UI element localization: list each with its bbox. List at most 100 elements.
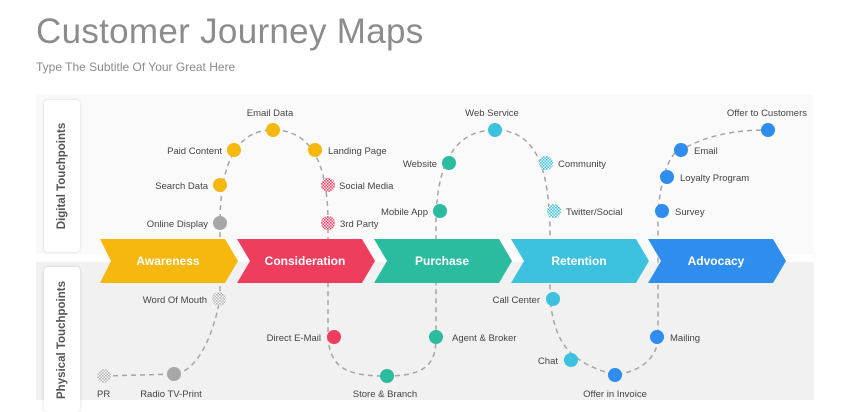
touchpoint-twitter-social: Twitter/Social (547, 204, 623, 218)
touchpoint-marker (608, 368, 622, 382)
touchpoint-marker (321, 216, 335, 230)
touchpoint-label: Social Media (339, 181, 394, 192)
touchpoint-label: Mobile App (381, 207, 428, 218)
touchpoint-marker (327, 330, 341, 344)
touchpoint-marker (97, 369, 111, 383)
touchpoint-label: Website (403, 159, 437, 170)
touchpoint-label: Offer to Customers (727, 108, 807, 119)
touchpoint-marker (212, 292, 226, 306)
touchpoint-label: Radio TV-Print (140, 389, 202, 400)
touchpoint-label: Search Data (155, 181, 209, 192)
touchpoint-label: Web Service (465, 108, 519, 119)
touchpoint-marker (539, 156, 553, 170)
touchpoint-mobile-app: Mobile App (381, 204, 447, 218)
touchpoint-radio-tv-print: Radio TV-Print (140, 367, 202, 400)
touchpoint-label: Email Data (247, 108, 294, 119)
touchpoint-marker (546, 292, 560, 306)
page-title: Customer Journey Maps (36, 12, 424, 51)
touchpoint-marker (650, 330, 664, 344)
touchpoint-label: Online Display (147, 219, 208, 230)
journey-diagram: Awareness Consideration Purchase Retenti… (97, 108, 807, 400)
touchpoint-offer-in-invoice: Offer in Invoice (583, 368, 647, 400)
touchpoint-marker (660, 170, 674, 184)
digital-panel (36, 94, 814, 254)
touchpoint-marker (266, 123, 280, 137)
touchpoint-marker (433, 204, 447, 218)
touchpoint-marker (564, 353, 578, 367)
touchpoint-offer-to-customers: Offer to Customers (727, 108, 807, 137)
touchpoint-survey: Survey (655, 204, 705, 218)
stage-advocacy-label: Advocacy (688, 254, 745, 268)
touchpoint-marker (547, 204, 561, 218)
stage-purchase-label: Purchase (415, 254, 469, 268)
touchpoint-label: Twitter/Social (566, 207, 623, 218)
touchpoint-marker (674, 143, 688, 157)
stage-purchase: Purchase (374, 239, 512, 283)
stage-consideration-label: Consideration (265, 254, 346, 268)
touchpoint-marker (488, 123, 502, 137)
digital-section-tab: Digital Touchpoints (44, 100, 80, 252)
touchpoint-label: Word Of Mouth (143, 295, 207, 306)
touchpoint-online-display: Online Display (147, 216, 227, 230)
touchpoint-label: Landing Page (328, 146, 387, 157)
touchpoint-call-center: Call Center (492, 292, 560, 306)
stage-purchase-arrow (374, 239, 512, 283)
touchpoint-label: Chat (538, 356, 558, 367)
page-subtitle: Type The Subtitle Of Your Great Here (36, 60, 236, 74)
stage-consideration: Consideration (237, 239, 375, 283)
touchpoint-website: Website (403, 156, 456, 170)
touchpoint-email-data: Email Data (247, 108, 294, 137)
touchpoint-marker (213, 178, 227, 192)
stage-retention-arrow (511, 239, 649, 283)
touchpoint-mailing: Mailing (650, 330, 700, 344)
touchpoint-label: Loyalty Program (680, 173, 749, 184)
touchpoint-word-of-mouth: Word Of Mouth (143, 292, 226, 306)
stage-consideration-arrow (237, 239, 375, 283)
touchpoint-label: Email (694, 146, 718, 157)
touchpoint-direct-e-mail: Direct E-Mail (267, 330, 341, 344)
touchpoint-marker (429, 330, 443, 344)
touchpoint-landing-page: Landing Page (308, 143, 387, 157)
stage-advocacy-arrow (648, 239, 786, 283)
touchpoint-label: Direct E-Mail (267, 333, 321, 344)
touchpoint-marker (308, 143, 322, 157)
touchpoint-search-data: Search Data (155, 178, 227, 192)
touchpoint-label: 3rd Party (340, 219, 379, 230)
physical-section-tab: Physical Touchpoints (44, 267, 80, 412)
physical-panel (36, 262, 814, 400)
touchpoint-community: Community (539, 156, 606, 170)
touchpoint-marker (761, 123, 775, 137)
touchpoint-marker (442, 156, 456, 170)
touchpoint-label: Mailing (670, 333, 700, 344)
stage-awareness-arrow (100, 239, 238, 283)
stage-retention: Retention (511, 239, 649, 283)
touchpoint-label: Agent & Broker (452, 333, 516, 344)
touchpoint-label: Community (558, 159, 606, 170)
touchpoint-store-branch: Store & Branch (353, 369, 417, 400)
touchpoint-marker (380, 369, 394, 383)
touchpoint-label: Survey (675, 207, 705, 218)
touchpoint-label: Paid Content (167, 146, 222, 157)
touchpoint-web-service: Web Service (465, 108, 519, 137)
touchpoint-marker (321, 178, 335, 192)
touchpoint-loyalty-program: Loyalty Program (660, 170, 749, 184)
touchpoint-marker (227, 143, 241, 157)
touchpoint-marker (655, 204, 669, 218)
touchpoint-3rd-party: 3rd Party (321, 216, 379, 230)
stage-retention-label: Retention (551, 254, 606, 268)
touchpoint-label: Offer in Invoice (583, 389, 647, 400)
journey-path (103, 129, 769, 377)
touchpoint-marker (213, 216, 227, 230)
touchpoint-chat: Chat (538, 353, 578, 367)
stage-awareness: Awareness (100, 239, 238, 283)
touchpoint-marker (167, 367, 181, 381)
touchpoint-paid-content: Paid Content (167, 143, 241, 157)
stage-awareness-label: Awareness (136, 254, 199, 268)
touchpoint-pr: PR (97, 369, 111, 400)
touchpoint-social-media: Social Media (321, 178, 394, 192)
touchpoint-label: PR (97, 389, 110, 400)
stage-advocacy: Advocacy (648, 239, 786, 283)
touchpoint-label: Call Center (492, 295, 540, 306)
touchpoint-label: Store & Branch (353, 389, 417, 400)
touchpoint-agent-broker: Agent & Broker (429, 330, 516, 344)
